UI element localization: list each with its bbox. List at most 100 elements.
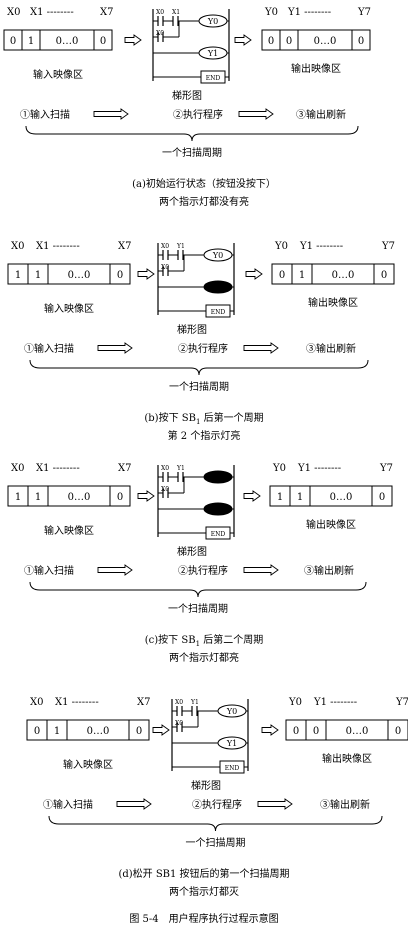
input-cell	[128, 719, 150, 741]
input-cell-value: 1	[15, 492, 21, 503]
output-label-y0: Y0	[272, 463, 286, 474]
figure-title: 图 5-4 用户程序执行过程示意图	[129, 912, 278, 925]
caption-line1-sub: 1	[196, 418, 200, 426]
input-cell	[109, 263, 131, 285]
input-cell-value: 1	[15, 270, 21, 281]
ladder-contact-x1-label: Y1	[176, 465, 185, 472]
ladder-contact-x0-label: X0	[161, 465, 169, 472]
ladder-label: 梯形图	[172, 89, 202, 102]
ladder-contact-x0-label: X0	[156, 9, 164, 16]
step-execute: ②执行程序	[173, 108, 223, 121]
input-label-x1: X1 --------	[36, 463, 80, 474]
ladder-to-output-arrow	[245, 268, 263, 280]
input-cell-value: 1	[54, 726, 60, 737]
step-arrow-2	[243, 342, 279, 354]
input-label-x1: X1 --------	[30, 7, 74, 18]
output-cell-value: 0…0	[332, 270, 355, 281]
output-label-y7: Y7	[357, 7, 371, 18]
coil-y0-label: Y0	[226, 707, 237, 716]
coil-y1-label: Y1	[212, 283, 223, 292]
caption-line1: (d)松开 SB1 按钮后的第一个扫描周期	[118, 867, 289, 880]
step-arrow-1	[97, 564, 133, 576]
output-cell-value: 0	[286, 36, 292, 47]
input-cell-value: 0…0	[68, 270, 91, 281]
step-execute: ②执行程序	[178, 342, 228, 355]
input-cell-value: 1	[35, 492, 41, 503]
input-cell-value: 1	[28, 36, 34, 47]
coil-y0-label: Y0	[212, 473, 223, 482]
input-cell-value: 0…0	[68, 492, 91, 503]
scan-cycle-brace	[29, 581, 367, 598]
input-cell-value: 0…0	[87, 726, 110, 737]
output-cell	[373, 263, 395, 285]
input-area-label: 输入映像区	[44, 524, 94, 537]
input-to-ladder-arrow	[137, 490, 155, 502]
scan-period-label: 一个扫描周期	[186, 836, 246, 849]
input-cell-value: 1	[35, 270, 41, 281]
scan-period-label: 一个扫描周期	[168, 602, 228, 615]
output-cell	[387, 719, 408, 741]
ladder-contact-x1-label: X1	[172, 9, 180, 16]
input-cell-value: 0	[117, 492, 123, 503]
input-label-x7: X7	[100, 7, 113, 18]
output-cell-value: 0	[379, 492, 385, 503]
step-input-scan: ①输入扫描	[20, 108, 70, 121]
step-output-refresh: ③输出刷新	[304, 564, 354, 577]
output-cell-value: 0	[358, 36, 364, 47]
caption-line2: 两个指示灯都亮	[169, 651, 239, 664]
input-label-x0: X0	[11, 463, 24, 474]
step-arrow-1	[116, 798, 152, 810]
output-cell-value: 1	[297, 492, 303, 503]
caption-line2: 两个指示灯都灭	[169, 885, 239, 898]
input-cell-value: 0	[117, 270, 123, 281]
coil-y0-label: Y0	[212, 251, 223, 260]
caption-line1-tail: 后第一个周期	[200, 411, 263, 424]
step-arrow-2	[243, 564, 279, 576]
step-arrow-2	[238, 108, 274, 120]
ladder-branch-label: X0	[161, 264, 169, 271]
ladder-contact-x1-label: Y1	[190, 699, 199, 706]
input-to-ladder-arrow	[152, 724, 170, 736]
scan-cycle-brace	[25, 125, 359, 142]
output-label-y1: Y1 --------	[297, 463, 341, 474]
output-label-y7: Y7	[395, 697, 408, 708]
caption-line1: (c)按下 SB1 后第二个周期	[145, 633, 263, 648]
input-cell-value: 0	[136, 726, 142, 737]
caption-line1: (a)初始运行状态（按钮没按下）	[132, 177, 276, 190]
step-arrow-1	[93, 108, 129, 120]
end-label: END	[211, 531, 226, 538]
step-output-refresh: ③输出刷新	[306, 342, 356, 355]
end-label: END	[211, 309, 226, 316]
ladder-contact-x0-label: X0	[161, 243, 169, 250]
ladder-label: 梯形图	[177, 545, 207, 558]
ladder-to-output-arrow	[234, 34, 252, 46]
output-cell-value: 0	[293, 726, 299, 737]
output-cell-value: 0	[279, 270, 285, 281]
input-area-label: 输入映像区	[44, 302, 94, 315]
coil-y1-label: Y1	[207, 49, 218, 58]
output-label-y0: Y0	[274, 241, 288, 252]
output-label-y7: Y7	[379, 463, 393, 474]
input-cell-value: 0	[34, 726, 40, 737]
ladder-label: 梯形图	[177, 323, 207, 336]
output-label-y0: Y0	[264, 7, 278, 18]
output-cell-value: 0	[381, 270, 387, 281]
input-cell	[109, 485, 131, 507]
end-label: END	[225, 765, 240, 772]
scan-period-label: 一个扫描周期	[162, 146, 222, 159]
input-label-x0: X0	[11, 241, 24, 252]
input-label-x0: X0	[30, 697, 43, 708]
step-arrow-1	[97, 342, 133, 354]
ladder-branch-label: X0	[156, 30, 164, 37]
input-label-x7: X7	[118, 241, 131, 252]
output-label-y1: Y1 --------	[313, 697, 357, 708]
input-area-label: 输入映像区	[63, 758, 113, 771]
ladder-branch-label: X0	[161, 486, 169, 493]
output-cell-value: 0…0	[330, 492, 353, 503]
caption-line1-head: (c)按下 SB	[145, 633, 196, 646]
ladder-branch-label: X0	[175, 720, 183, 727]
